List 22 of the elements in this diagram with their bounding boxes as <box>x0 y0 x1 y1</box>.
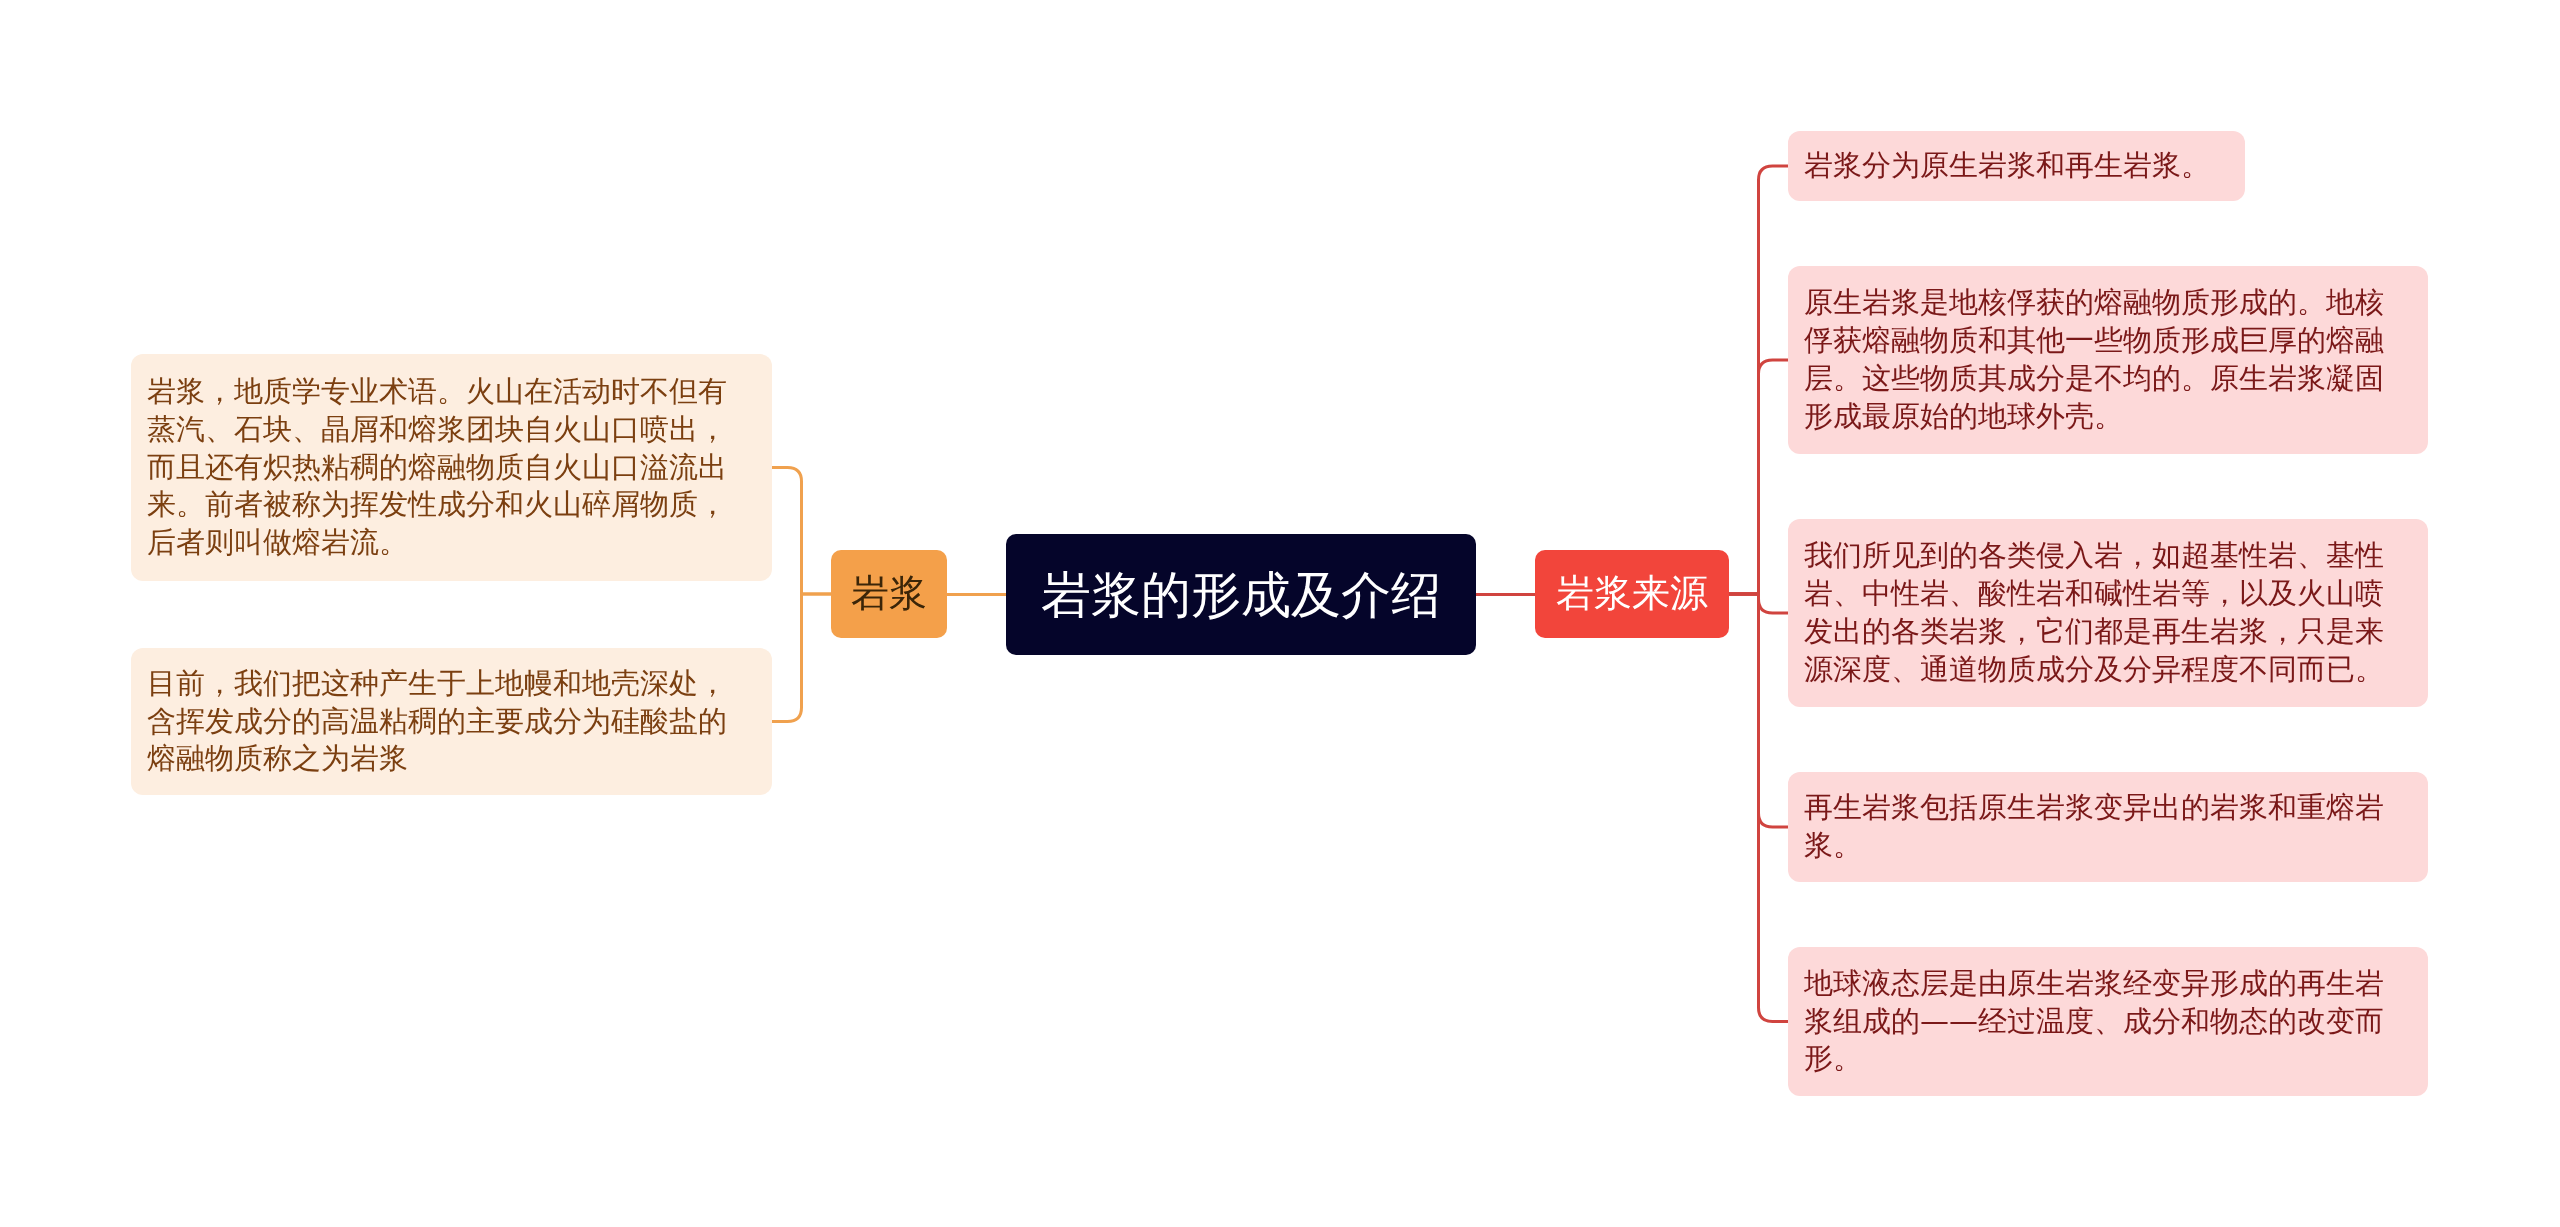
note-box <box>1788 266 2428 454</box>
branch-topic-label: 岩浆来源 <box>1556 571 1708 617</box>
note-box <box>1788 772 2428 882</box>
note-text: 再生岩浆包括原生岩浆变异出的岩浆和重熔岩浆。 <box>1804 789 2385 864</box>
branch-topic-box <box>831 550 947 638</box>
note-box <box>1788 131 2245 201</box>
note-text: 岩浆，地质学专业术语。火山在活动时不但有蒸汽、石块、晶屑和熔浆团块自火山口喷出，而且还有炽热粘稠的熔融物质自火山口溢流出来。前者被称为挥发性成分和火山碎屑物质，后者则叫做熔岩流。 <box>147 372 728 562</box>
central-topic-title: 岩浆的形成及介绍 <box>1041 564 1441 625</box>
note-text: 目前，我们把这种产生于上地幔和地壳深处，含挥发成分的高温粘稠的主要成分为硅酸盐的熔融物质称之为岩浆 <box>147 664 728 778</box>
connector-line <box>1476 593 1535 596</box>
connector-line <box>947 593 1006 596</box>
note-text: 我们所见到的各类侵入岩，如超基性岩、基性岩、中性岩、酸性岩和碱性岩等，以及火山喷发出的各类岩浆，它们都是再生岩浆，只是来源深度、通道物质成分及分异程度不同而已。 <box>1804 537 2385 688</box>
note-text: 原生岩浆是地核俘获的熔融物质形成的。地核俘获熔融物质和其他一些物质形成巨厚的熔融层。这些物质其成分是不均的。原生岩浆凝固形成最原始的地球外壳。 <box>1804 284 2385 435</box>
note-text: 岩浆分为原生岩浆和再生岩浆。 <box>1804 147 2210 184</box>
note-box <box>131 648 772 795</box>
branch-topic-box <box>1535 550 1729 638</box>
note-box <box>1788 947 2428 1096</box>
note-box <box>131 354 772 581</box>
central-topic-box <box>1006 534 1476 655</box>
note-text: 地球液态层是由原生岩浆经变异形成的再生岩浆组成的——经过温度、成分和物态的改变而形。 <box>1804 964 2385 1078</box>
branch-topic-label: 岩浆 <box>851 571 927 617</box>
note-box <box>1788 519 2428 707</box>
